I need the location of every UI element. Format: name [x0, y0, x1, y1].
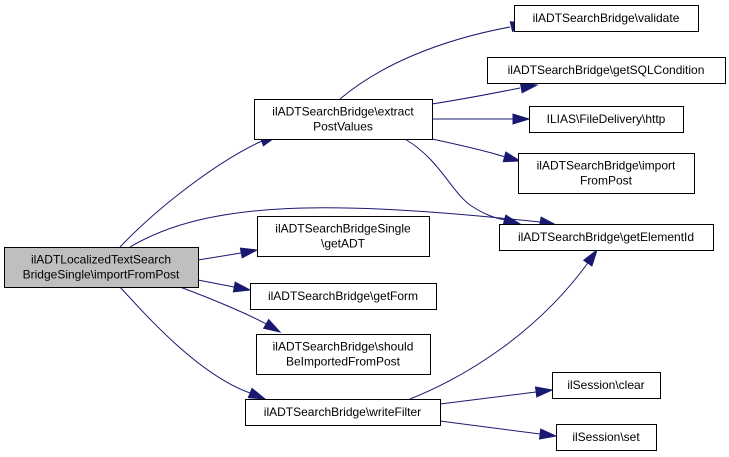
node-getSQL[interactable]: ilADTSearchBridge\getSQLCondition: [487, 57, 726, 84]
node-box[interactable]: [529, 106, 684, 133]
node-validate[interactable]: ilADTSearchBridge\validate: [514, 5, 699, 32]
arrowhead-icon: [582, 248, 598, 267]
edge-writeFilter-to-sessSet: [439, 420, 558, 440]
node-label: ilADTSearchBridge\getElementId: [518, 230, 694, 244]
edge-line: [404, 138, 506, 221]
node-box[interactable]: [250, 283, 437, 310]
node-getForm[interactable]: ilADTSearchBridge\getForm: [250, 283, 437, 310]
node-box[interactable]: [245, 399, 441, 426]
edge-line: [197, 252, 242, 261]
arrowhead-icon: [512, 113, 531, 125]
edge-line: [439, 391, 537, 405]
nodes-layer: ilADTLocalizedTextSearchBridgeSingle\imp…: [4, 5, 726, 451]
arrowhead-icon: [232, 281, 252, 293]
edge-line: [119, 286, 251, 394]
node-box[interactable]: [518, 153, 695, 194]
edge-root-to-extract: [119, 135, 279, 248]
node-box[interactable]: [499, 224, 714, 251]
arrowhead-icon: [239, 247, 259, 259]
arrowhead-icon: [538, 428, 558, 440]
edge-root-to-getADT: [197, 247, 259, 261]
edge-root-to-shouldImport: [179, 286, 282, 333]
node-label: ilADTSearchBridge\getSQLCondition: [508, 63, 705, 77]
node-box[interactable]: [487, 57, 726, 84]
edge-line: [409, 259, 591, 400]
arrowhead-icon: [502, 151, 522, 163]
edge-root-to-writeFilter: [119, 286, 267, 400]
edge-extract-to-http: [432, 113, 531, 125]
node-label: ilADTSearchBridge\getForm: [268, 289, 418, 303]
arrowhead-icon: [262, 318, 282, 333]
edge-writeFilter-to-sessClear: [439, 386, 554, 405]
edge-writeFilter-to-getElementId: [409, 248, 598, 400]
node-box[interactable]: [556, 424, 657, 451]
node-label: BeImportedFromPost: [286, 355, 401, 369]
node-root[interactable]: ilADTLocalizedTextSearchBridgeSingle\imp…: [4, 247, 199, 288]
edge-extract-to-importFromPost: [431, 138, 522, 163]
node-sessSet[interactable]: ilSession\set: [556, 424, 657, 451]
node-label: ilADTSearchBridge\should: [273, 340, 414, 354]
node-sessClear[interactable]: ilSession\clear: [552, 372, 661, 399]
node-box[interactable]: [552, 372, 661, 399]
node-label: ILIAS\FileDelivery\http: [547, 112, 666, 126]
node-box[interactable]: [254, 99, 433, 140]
edge-line: [431, 138, 506, 158]
node-box[interactable]: [4, 247, 199, 288]
node-box[interactable]: [256, 334, 431, 375]
edge-line: [129, 207, 541, 248]
node-box[interactable]: [514, 5, 699, 32]
edge-line: [431, 87, 521, 105]
node-importFromPost[interactable]: ilADTSearchBridge\importFromPost: [518, 153, 695, 194]
node-label: ilADTSearchBridgeSingle: [275, 222, 411, 236]
arrowhead-icon: [247, 387, 267, 400]
edge-root-to-getForm: [197, 279, 252, 293]
arrowhead-icon: [534, 386, 554, 398]
node-label: ilADTSearchBridge\extract: [272, 105, 414, 119]
edge-line: [439, 420, 541, 435]
arrowhead-icon: [519, 82, 539, 94]
node-label: ilSession\clear: [567, 378, 644, 392]
node-getElementId[interactable]: ilADTSearchBridge\getElementId: [499, 224, 714, 251]
node-http[interactable]: ILIAS\FileDelivery\http: [529, 106, 684, 133]
node-label: ilSession\set: [572, 430, 640, 444]
node-label: PostValues: [313, 120, 373, 134]
node-label: ilADTSearchBridge\validate: [533, 11, 680, 25]
node-label: \getADT: [321, 237, 366, 251]
node-shouldImport[interactable]: ilADTSearchBridge\shouldBeImportedFromPo…: [256, 334, 431, 375]
edge-line: [179, 286, 269, 326]
node-getADT[interactable]: ilADTSearchBridgeSingle\getADT: [257, 216, 430, 257]
node-label: ilADTSearchBridge\import: [537, 159, 676, 173]
node-label: BridgeSingle\importFromPost: [23, 268, 180, 282]
edge-line: [119, 140, 263, 248]
node-box[interactable]: [257, 216, 430, 257]
edge-line: [339, 26, 511, 100]
edge-extract-to-getSQL: [431, 82, 539, 105]
node-label: ilADTSearchBridge\writeFilter: [264, 405, 421, 419]
node-writeFilter[interactable]: ilADTSearchBridge\writeFilter: [245, 399, 441, 426]
edge-line: [197, 279, 235, 288]
node-label: FromPost: [580, 174, 633, 188]
node-label: ilADTLocalizedTextSearch: [31, 253, 171, 267]
